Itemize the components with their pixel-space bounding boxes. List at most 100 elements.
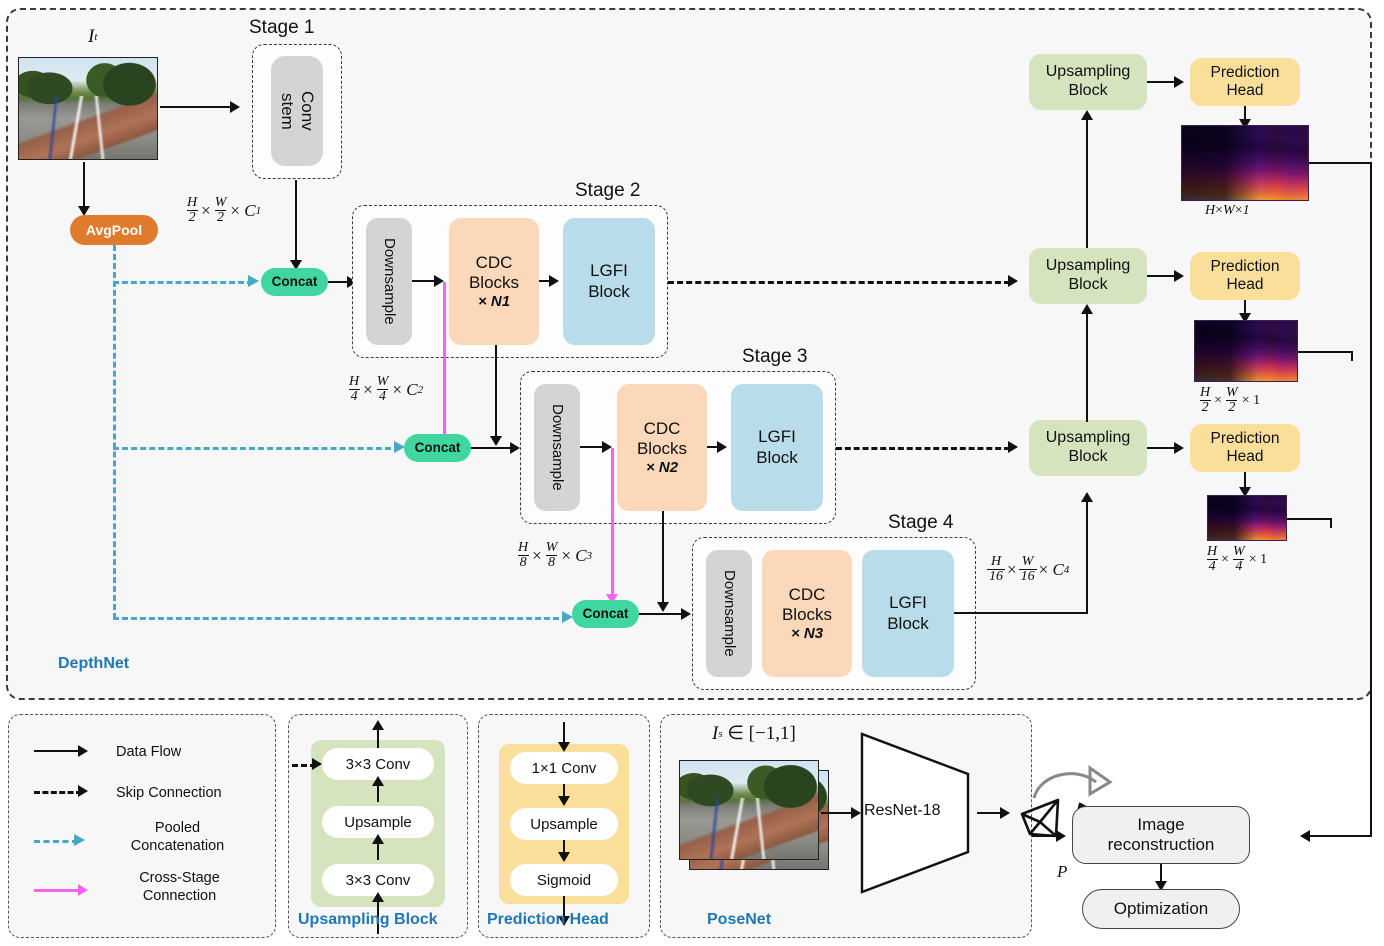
upsampling-block-3[interactable]: Upsampling Block	[1029, 420, 1147, 476]
stage3-cdc-line3: × N2	[645, 458, 679, 476]
arrow-concat2-to-stage3	[471, 447, 517, 450]
cross-stage-line-1	[443, 282, 446, 442]
legend-icon-skip-connection	[34, 791, 82, 794]
conv-stem-block[interactable]: Conv stem	[271, 56, 323, 166]
optimization-label: Optimization	[1113, 898, 1209, 918]
posenet-input-photo-front	[679, 760, 819, 860]
stage4-cdc-block[interactable]: CDC Blocks × N3	[762, 550, 852, 677]
prediction-head-2-line2: Head	[1226, 276, 1264, 293]
stage2-cdc-line2: Blocks	[468, 272, 520, 292]
upsampling-detail-row-2[interactable]: 3×3 Conv	[322, 864, 434, 896]
legend-label-pooled-concatenation: Pooled Concatenation	[90, 819, 265, 855]
arrowhead-pooled-concat-1	[248, 275, 259, 287]
legend-arrowhead-data-flow	[78, 745, 88, 757]
prediction-detail-row-1-label: Upsample	[530, 815, 598, 833]
legend-label-skip-connection: Skip Connection	[116, 785, 222, 801]
prediction-detail-row-2[interactable]: Sigmoid	[510, 864, 618, 896]
stage1-title: Stage 1	[249, 17, 315, 38]
arrowhead-upsample3-to-upsample2	[1081, 304, 1093, 314]
stage4-downsample-block[interactable]: Downsample	[706, 550, 752, 677]
upsampling-block-detail-title: Upsampling Block	[298, 911, 438, 928]
optimization-block[interactable]: Optimization	[1082, 889, 1240, 929]
stage2-lgfi-block[interactable]: LGFI Block	[563, 218, 655, 345]
legend-label-data-flow: Data Flow	[116, 744, 182, 760]
prediction-head-2-line1: Prediction	[1210, 257, 1280, 275]
prediction-head-3[interactable]: Prediction Head	[1190, 424, 1300, 472]
cross-stage-line-2	[611, 448, 614, 600]
arrow-upsample2-to-upsample1	[1086, 118, 1089, 248]
prediction-head-2[interactable]: Prediction Head	[1190, 252, 1300, 300]
stage4-lgfi-block[interactable]: LGFI Block	[862, 550, 954, 677]
arrowhead-stage3-out-down	[657, 602, 669, 612]
ph-arrow-in	[563, 722, 566, 746]
arrowhead-upsample1-to-pred1	[1174, 76, 1184, 88]
conv-stem-label-2: stem	[278, 92, 297, 130]
legend-label-cross-stage-line1: Cross-Stage	[139, 870, 220, 886]
depth3-bus-v	[1330, 518, 1333, 528]
arrowhead-stage2-out-down	[490, 436, 502, 446]
stage2-downsample-block[interactable]: Downsample	[366, 218, 412, 345]
arrowhead-posenet-to-recon	[1056, 830, 1066, 842]
legend-label-pooled-concatenation-line2: Concatenation	[130, 838, 225, 855]
stage3-downsample-block[interactable]: Downsample	[534, 384, 580, 511]
arrow-s3-cdc-to-lgfi	[707, 446, 722, 449]
concat-block-2[interactable]: Concat	[404, 434, 471, 462]
avgpool-block[interactable]: AvgPool	[70, 215, 158, 245]
ub-skip-input	[292, 764, 316, 767]
arrow-upsample3-to-upsample2	[1086, 312, 1089, 422]
upsampling-block-2[interactable]: Upsampling Block	[1029, 248, 1147, 304]
upsampling-detail-row-0-label: 3×3 Conv	[345, 755, 411, 773]
upsampling-block-1[interactable]: Upsampling Block	[1029, 54, 1147, 110]
legend-icon-cross-stage	[34, 889, 82, 892]
arrow-s2-cdc-to-lgfi	[539, 280, 554, 283]
arrow-stage4-out-h	[954, 612, 1088, 615]
ph-arrow-mid1	[563, 784, 566, 800]
arrow-upsample2-to-pred2	[1147, 275, 1180, 278]
ub-arrowhead-mid1	[372, 834, 384, 844]
upsampling-detail-row-1-label: Upsample	[344, 813, 412, 831]
upsampling-detail-row-0[interactable]: 3×3 Conv	[322, 748, 434, 780]
prediction-head-1[interactable]: Prediction Head	[1190, 58, 1300, 106]
concat-block-3[interactable]: Concat	[572, 600, 639, 628]
ph-arrowhead-out	[558, 916, 570, 926]
arrow-concat1-to-stage2	[328, 281, 354, 284]
stage3-downsample-label: Downsample	[548, 404, 566, 491]
ph-arrow-mid2	[563, 840, 566, 856]
depthnet-container	[6, 8, 1372, 700]
depth-map-1-shape: H × W × 1	[1205, 203, 1250, 218]
ub-arrowhead-mid2	[372, 776, 384, 786]
stage2-lgfi-line2: Block	[588, 281, 630, 301]
upsampling-detail-row-1[interactable]: Upsample	[322, 806, 434, 838]
ph-arrowhead-in	[558, 742, 570, 752]
image-reconstruction-block[interactable]: Image reconstruction	[1072, 806, 1250, 864]
stage3-lgfi-block[interactable]: LGFI Block	[731, 384, 823, 511]
arrowhead-s3-down-to-cdc	[602, 441, 612, 453]
depthnet-label: DepthNet	[58, 655, 130, 672]
concat-block-1[interactable]: Concat	[261, 268, 328, 296]
arrow-stage4-out-v	[1086, 500, 1089, 614]
depth-map-1	[1181, 125, 1309, 201]
prediction-detail-row-1[interactable]: Upsample	[510, 808, 618, 840]
arrow-upsample3-to-pred3	[1147, 447, 1180, 450]
pooled-concat-branch-2	[113, 447, 400, 450]
stage3-cdc-block[interactable]: CDC Blocks × N2	[617, 384, 707, 511]
prediction-detail-row-0[interactable]: 1×1 Conv	[510, 752, 618, 784]
stage3-lgfi-line1: LGFI	[758, 427, 796, 447]
ub-arrow-mid1	[377, 840, 380, 860]
arrowhead-pred3-to-depth3	[1239, 487, 1251, 497]
stage4-title: Stage 4	[888, 512, 954, 533]
stage2-cdc-line1: CDC	[475, 252, 513, 272]
prediction-head-detail-title: Prediction Head	[487, 911, 609, 928]
stage2-cdc-block[interactable]: CDC Blocks × N1	[449, 218, 539, 345]
prediction-head-1-line1: Prediction	[1210, 63, 1280, 81]
upsampling-block-3-line1: Upsampling	[1045, 429, 1131, 447]
stage3-cdc-line1: CDC	[643, 418, 681, 438]
arrowhead-pred2-to-depth2	[1239, 313, 1251, 323]
stage4-downsample-label: Downsample	[720, 570, 738, 657]
